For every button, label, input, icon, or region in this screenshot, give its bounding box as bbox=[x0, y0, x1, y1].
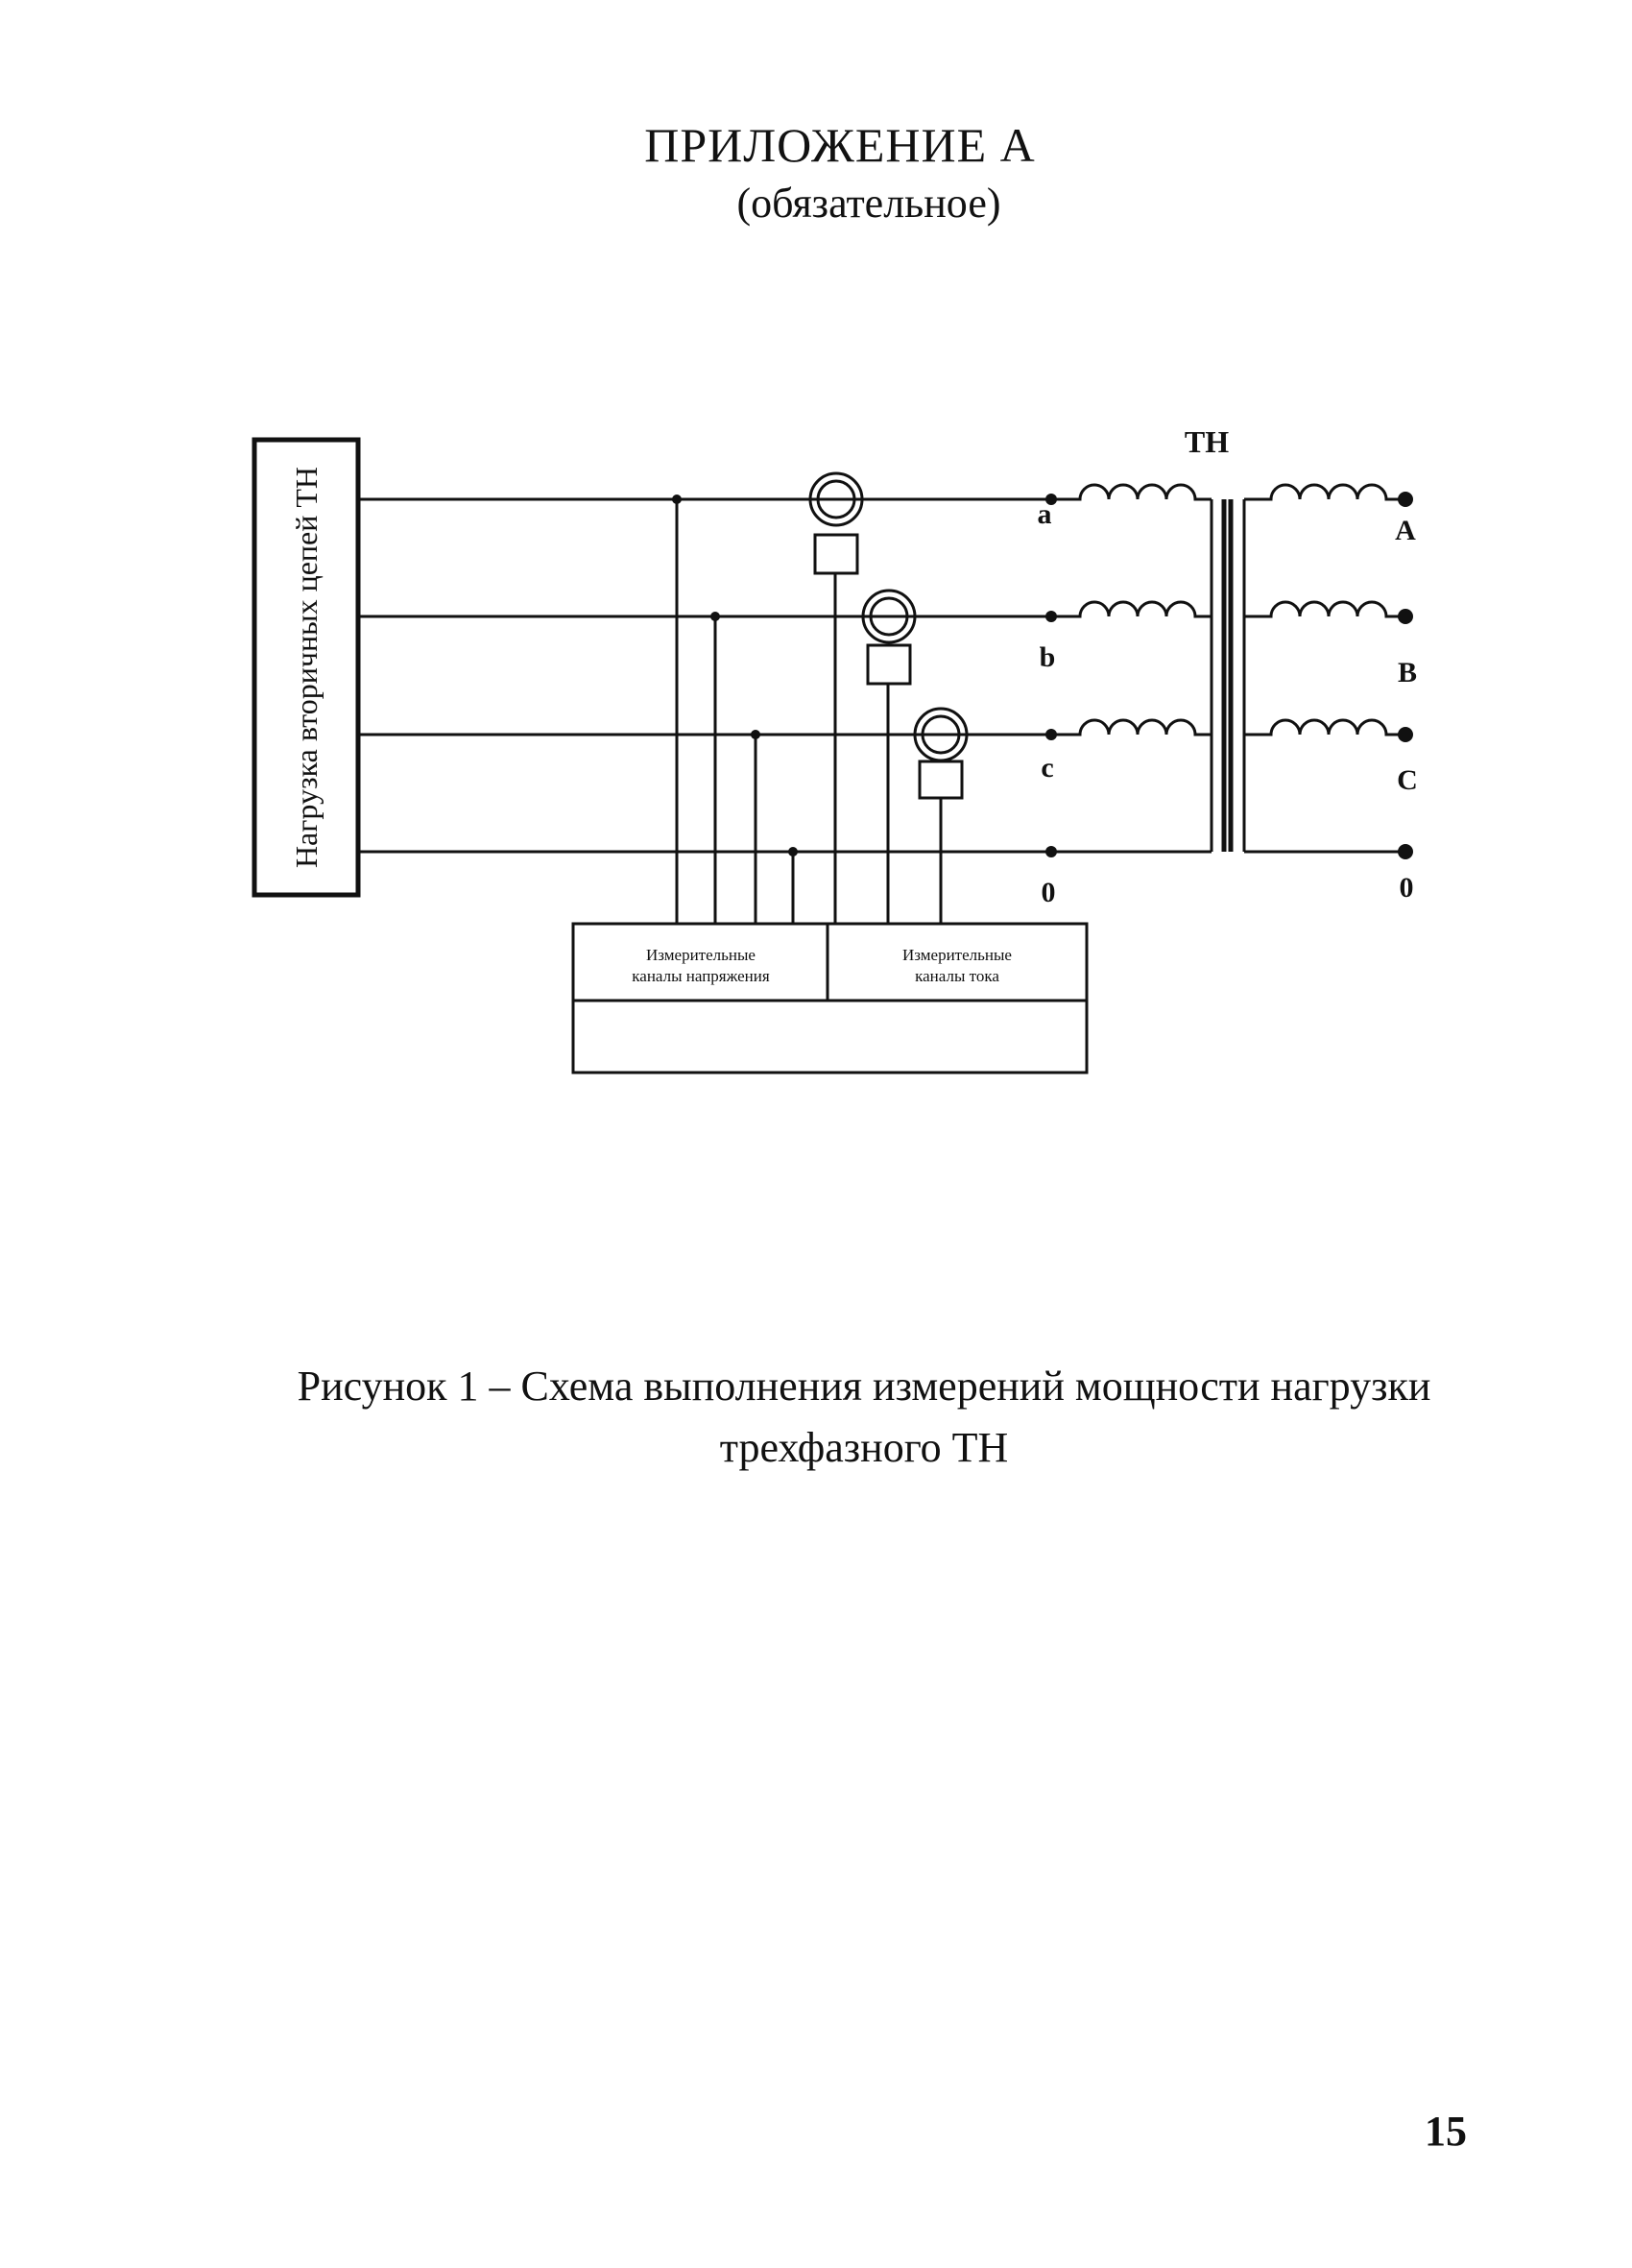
clamp-adapter-c bbox=[918, 760, 964, 800]
primary-label-B: B bbox=[1398, 657, 1417, 688]
measuring-instrument bbox=[571, 922, 1089, 1074]
load-label: Нагрузка вторичных цепей ТН bbox=[289, 467, 324, 868]
current-clamp-a bbox=[808, 471, 864, 527]
primary-label-0: 0 bbox=[1400, 872, 1414, 904]
figure-caption: Рисунок 1 – Схема выполнения измерений м… bbox=[192, 1356, 1536, 1479]
appendix-title: ПРИЛОЖЕНИЕ А bbox=[644, 118, 1036, 172]
secondary-label-0: 0 bbox=[1042, 877, 1056, 908]
clamp-adapter-b bbox=[866, 643, 912, 686]
primary-winding-b bbox=[1244, 600, 1405, 618]
secondary-winding-b bbox=[1051, 600, 1212, 618]
primary-winding-c bbox=[1244, 718, 1405, 736]
appendix-subtitle: (обязательное) bbox=[736, 180, 1001, 227]
terminal-dot-b bbox=[1045, 611, 1057, 622]
voltage-channels-label-line2: каналы напряжения bbox=[632, 967, 770, 985]
figure-caption-line1: Рисунок 1 – Схема выполнения измерений м… bbox=[297, 1363, 1431, 1410]
load-box bbox=[252, 437, 361, 898]
primary-label-A: A bbox=[1395, 515, 1416, 546]
secondary-label-c: c bbox=[1041, 752, 1053, 784]
current-channels-label-line2: каналы тока bbox=[915, 967, 999, 985]
secondary-winding-a bbox=[1051, 483, 1212, 501]
secondary-winding-c bbox=[1051, 718, 1212, 736]
terminal-dot-0-primary bbox=[1398, 844, 1413, 859]
transformer-label: ТН bbox=[1185, 424, 1229, 459]
secondary-label-b: b bbox=[1040, 641, 1056, 673]
clamp-adapter-a bbox=[813, 533, 859, 575]
terminal-dot-0 bbox=[1045, 846, 1057, 857]
primary-winding-a bbox=[1244, 483, 1405, 501]
circuit-diagram: Нагрузка вторичных цепей ТН ТН a b c 0 A… bbox=[252, 424, 1418, 1074]
terminal-dot-B bbox=[1398, 609, 1413, 624]
terminal-dot-C bbox=[1398, 727, 1413, 742]
terminal-dot-a bbox=[1045, 494, 1057, 505]
terminal-dot-A bbox=[1398, 492, 1413, 507]
secondary-label-a: a bbox=[1038, 498, 1052, 530]
voltage-channels-label-line1: Измерительные bbox=[646, 946, 756, 964]
terminal-dot-c bbox=[1045, 729, 1057, 740]
primary-label-C: C bbox=[1397, 764, 1418, 796]
current-clamp-b bbox=[861, 589, 917, 644]
page-number: 15 bbox=[1425, 2108, 1467, 2155]
figure-caption-line2: трехфазного ТН bbox=[719, 1424, 1009, 1471]
current-channels-label-line1: Измерительные bbox=[902, 946, 1012, 964]
